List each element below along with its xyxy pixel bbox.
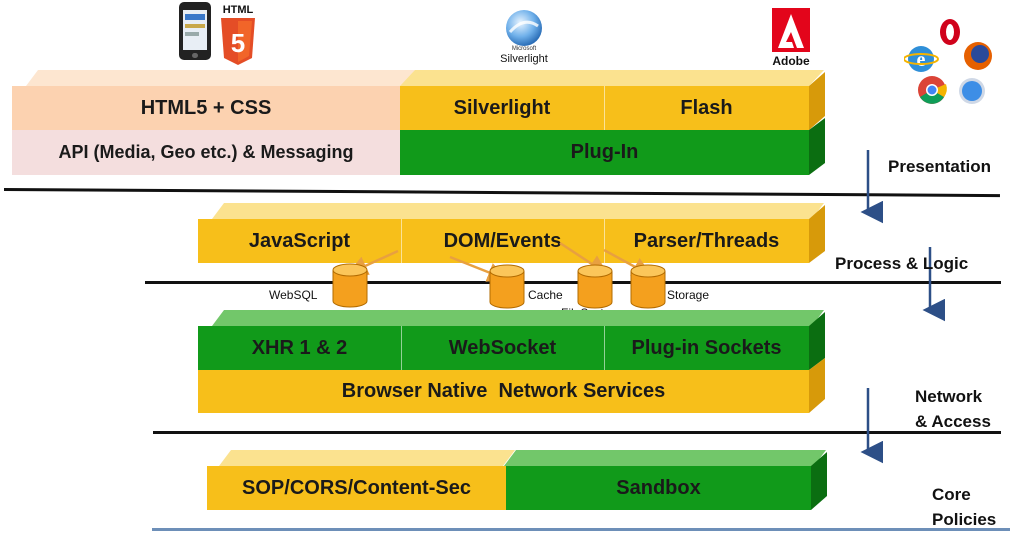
network-divider [153,431,1001,434]
websql-label: WebSQL [269,288,318,302]
silverlight-small-label: Microsoft [511,46,537,52]
silverlight-box: Silverlight [400,86,604,130]
adobe-logo-label: Adobe [772,54,810,68]
html5-logo-icon: HTML 5 [217,4,259,68]
silverlight-logo-icon: Microsoft Silverlight [496,8,552,68]
layer-label-process: Process & Logic [835,254,969,273]
browser-logos-icon: e [903,18,998,108]
plugin-box: Plug-In [400,130,809,175]
parser-threads-box: Parser/Threads [604,219,809,263]
svg-text:e: e [917,49,926,71]
storage-cylinder-icon [630,264,666,310]
layer-label-presentation: Presentation [888,157,991,176]
api-messaging-box: API (Media, Geo etc.) & Messaging [12,130,400,175]
filesystem-cylinder-icon [577,264,613,310]
websql-cylinder-icon [332,263,368,309]
layer-label-core-1: Core [932,485,971,504]
storage-label: Storage [667,288,710,302]
mobile-phone-icon [179,2,211,60]
html5-logo-label: HTML [222,4,254,16]
layer-label-network-1: Network [915,387,983,406]
bottom-divider [152,528,1010,531]
cache-label: Cache [528,288,563,302]
plugin-sockets-box: Plug-in Sockets [604,326,809,370]
silverlight-logo-label: Silverlight [500,53,548,65]
sop-cors-box: SOP/CORS/Content-Sec [207,466,506,510]
layer-label-core-2: Policies [932,510,997,529]
html5-css-box: HTML5 + CSS [12,86,400,130]
layer-label-network-2: & Access [915,412,991,431]
flash-box: Flash [604,86,809,130]
websocket-box: WebSocket [401,326,604,370]
cache-cylinder-icon [489,264,525,310]
native-network-box: Browser Native Network Services [198,370,809,413]
process-divider [145,281,1001,284]
adobe-logo-icon: Adobe [768,8,814,68]
xhr-box: XHR 1 & 2 [198,326,401,370]
javascript-box: JavaScript [198,219,401,263]
svg-text:5: 5 [231,28,245,58]
sandbox-box: Sandbox [506,466,811,510]
dom-events-box: DOM/Events [401,219,604,263]
